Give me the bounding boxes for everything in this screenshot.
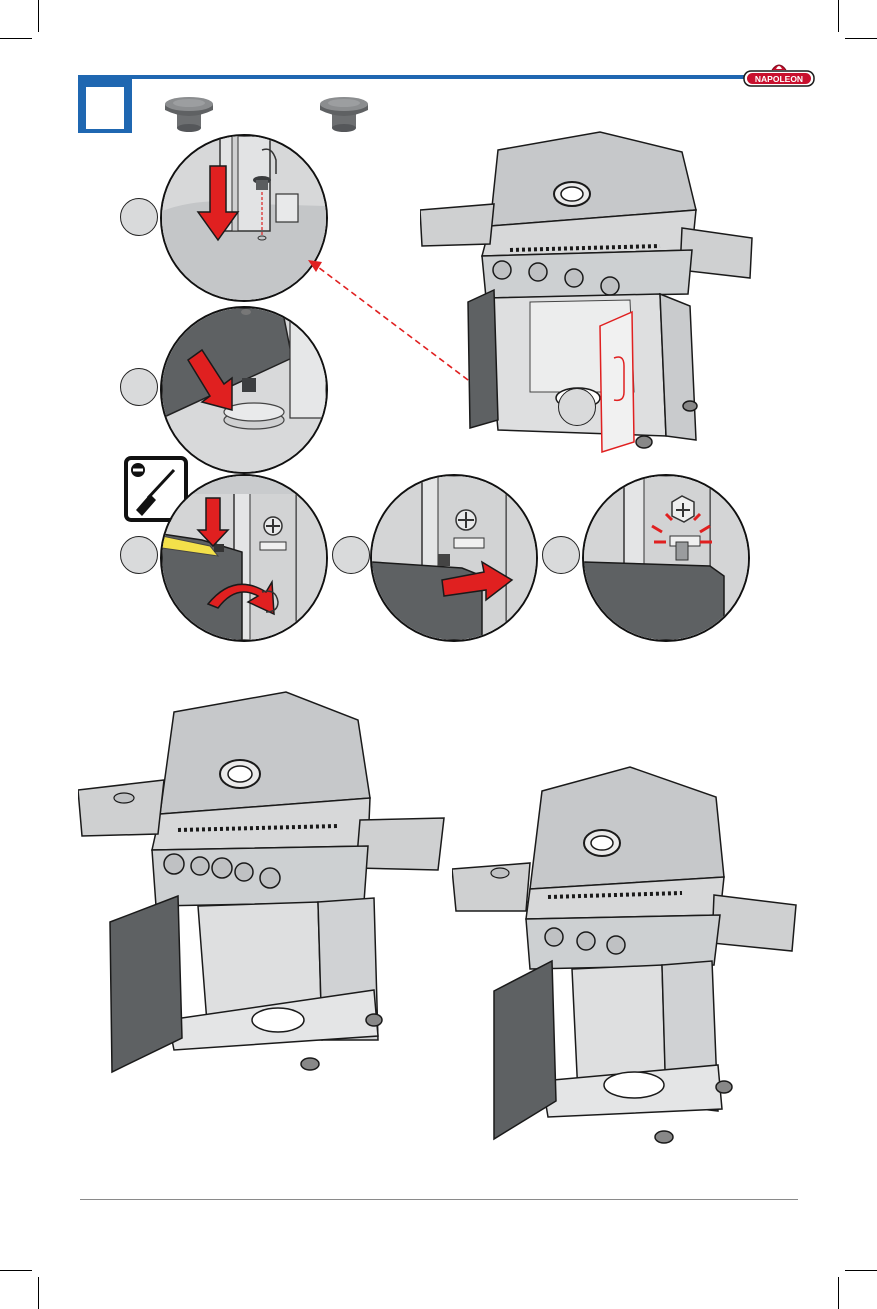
- grill-illustration-four-burner: [78, 690, 446, 1080]
- crop-mark: [838, 1277, 839, 1309]
- grill-step-number: [558, 388, 596, 426]
- grill-illustration-three-burner: [452, 765, 800, 1150]
- crop-mark: [38, 1277, 39, 1309]
- crop-mark: [845, 1270, 877, 1271]
- footer-rule: [80, 1199, 798, 1200]
- crop-mark: [0, 1270, 32, 1271]
